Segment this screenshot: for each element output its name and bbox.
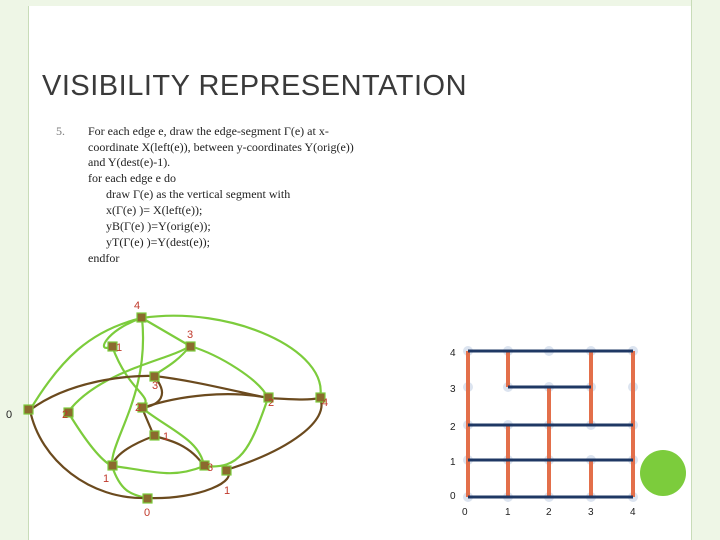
graph-vertex-labels: 4 3 1 3 0 2 2 2 4 1 3 1 1 0: [6, 300, 328, 519]
y-label: 2: [450, 422, 456, 433]
graph-vertex: [137, 402, 148, 413]
graph-edge: [267, 396, 321, 401]
y-label: 4: [450, 348, 456, 359]
x-label: 4: [630, 507, 636, 518]
vertex-label: 0: [6, 409, 12, 421]
graph-edge: [203, 397, 270, 468]
code-line-yb: yB(Γ(e) )=Y(orig(e));: [106, 219, 211, 233]
graph-edge: [28, 409, 148, 500]
graph-vertex: [221, 465, 232, 476]
graph-vertices: [23, 312, 326, 504]
graph-vertex: [107, 460, 118, 471]
item-number: 5.: [56, 124, 65, 138]
graph-edge: [153, 434, 205, 467]
code-line-for: for each edge e do: [88, 171, 176, 185]
graph-edge: [141, 314, 322, 399]
vertex-label: 0: [144, 507, 150, 519]
code-block: for each edge e do draw Γ(e) as the vert…: [88, 170, 290, 266]
paragraph-line: For each edge e, draw the edge-segment Γ…: [88, 124, 329, 138]
vertex-label: 2: [268, 397, 274, 409]
code-line-x: x(Γ(e) )= X(left(e));: [106, 203, 203, 217]
edge-segments: [466, 351, 635, 497]
graph-edge: [29, 374, 155, 411]
graph-edge: [67, 411, 113, 467]
right-frame-panel: [692, 0, 720, 540]
decorative-green-circle: [640, 450, 686, 496]
vertex-label: 2: [62, 409, 68, 421]
vertex-label: 2: [135, 402, 141, 414]
code-line-endfor: endfor: [88, 251, 120, 265]
code-line-draw: draw Γ(e) as the vertical segment with: [106, 187, 291, 201]
graph-vertex: [315, 392, 326, 403]
right-frame-line: [691, 0, 692, 540]
graph-vertex: [263, 392, 274, 403]
left-frame-line: [28, 0, 29, 540]
y-label: 3: [450, 384, 456, 395]
graph-edge: [67, 345, 191, 413]
vertex-label: 1: [103, 473, 109, 485]
graph-edge: [141, 393, 269, 410]
y-label: 0: [450, 491, 456, 502]
x-label: 0: [462, 507, 468, 518]
graph-vertex: [107, 341, 118, 352]
top-frame-panel: [28, 0, 692, 6]
vertex-label: 1: [116, 342, 122, 354]
vertex-label: 1: [224, 485, 230, 497]
graph-edge: [141, 317, 191, 347]
graph-edge: [146, 469, 230, 500]
left-frame-panel: [0, 0, 28, 540]
graph-edge: [110, 317, 145, 467]
x-label: 1: [505, 507, 511, 518]
graph-edges: [29, 314, 322, 500]
graph-vertex: [142, 493, 153, 504]
x-label: 2: [546, 507, 552, 518]
vertex-label: 1: [163, 431, 169, 443]
graph-edge: [225, 397, 323, 472]
vertex-bars: [468, 349, 633, 499]
vertex-label: 3: [207, 462, 213, 474]
y-label: 1: [450, 457, 456, 468]
slide-title: VISIBILITY REPRESENTATION: [42, 70, 468, 102]
vertex-label: 3: [187, 329, 193, 341]
vertex-label: 4: [322, 397, 328, 409]
graph-vertex: [185, 341, 196, 352]
vertex-label: 4: [134, 300, 140, 312]
visibility-axis-labels: 4 3 2 1 0 0 1 2 3 4: [450, 348, 636, 518]
graph-vertex: [23, 404, 34, 415]
graph-vertex: [149, 430, 160, 441]
graph-edges-dark: [28, 374, 323, 500]
graph-vertex: [136, 312, 147, 323]
code-line-yt: yT(Γ(e) )=Y(dest(e));: [106, 235, 210, 249]
graph-vertex: [199, 460, 210, 471]
graph-edge: [29, 316, 143, 411]
step-paragraph: For each edge e, draw the edge-segment Γ…: [88, 124, 378, 171]
graph-vertex: [63, 407, 74, 418]
paragraph-line: and Y(dest(e)-1).: [88, 155, 171, 169]
graph-edge: [111, 464, 205, 475]
graph-edge: [141, 407, 206, 467]
vertex-label: 3: [152, 380, 158, 392]
graph-vertex: [149, 371, 160, 382]
x-label: 3: [588, 507, 594, 518]
paragraph-line: coordinate X(left(e)), between y-coordin…: [88, 139, 354, 154]
